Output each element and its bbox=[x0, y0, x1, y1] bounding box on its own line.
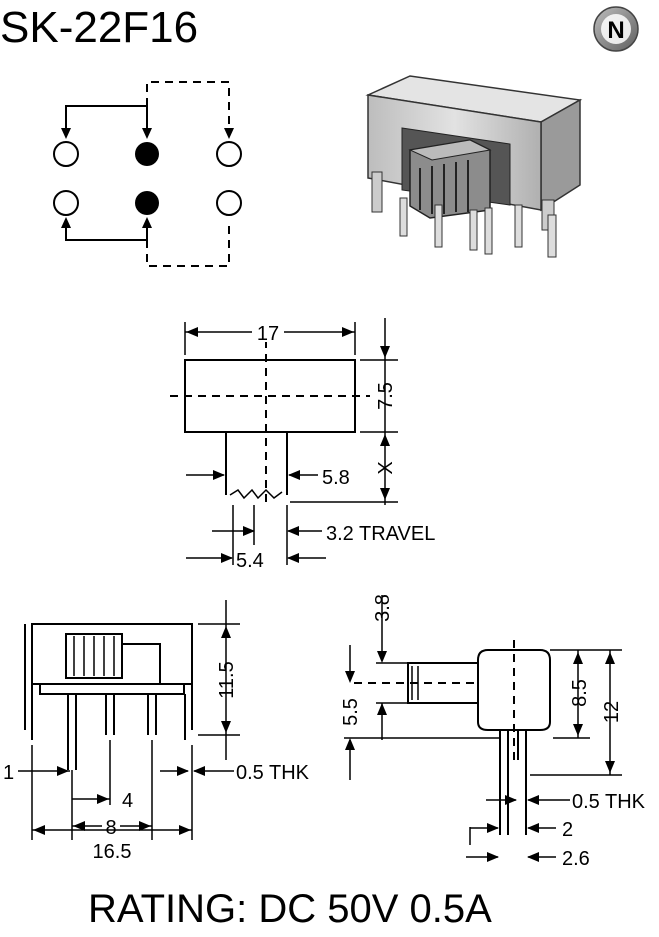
side-overall-height-label: 12 bbox=[601, 701, 623, 723]
dim-pitch-label: 5.4 bbox=[236, 550, 264, 572]
terminal-open-dot-icon bbox=[216, 141, 242, 167]
side-pin-gap-label: 2 bbox=[562, 819, 573, 841]
page-title: SK-22F16 bbox=[0, 3, 198, 52]
terminal-common-dot-icon bbox=[135, 191, 159, 215]
dim-height-label: 7.5 bbox=[375, 382, 397, 410]
front-height-label: 11.5 bbox=[216, 661, 238, 698]
switch-render bbox=[365, 75, 583, 258]
dim-travel-label: 3.2 TRAVEL bbox=[326, 523, 435, 545]
front-thickness-label: 0.5 THK bbox=[236, 762, 310, 784]
dim-actuator-width-label: 5.8 bbox=[322, 467, 350, 489]
terminal-open-dot-icon bbox=[216, 190, 242, 216]
side-body-height-label: 8.5 bbox=[569, 679, 591, 707]
circuit-schematic bbox=[53, 81, 242, 267]
side-view-drawing: 3.8 5.5 8.5 12 0.5 THK 2 bbox=[340, 594, 646, 870]
side-pin-span-label: 2.6 bbox=[562, 848, 590, 870]
top-view-drawing: 17 7.5 X 5.8 3.2 TRAVEL 5.4 bbox=[170, 318, 435, 572]
side-thickness-label: 0.5 THK bbox=[572, 791, 646, 813]
terminal-open-dot-icon bbox=[53, 190, 79, 216]
dim-width-label: 17 bbox=[257, 323, 279, 345]
front-pin-span-label: 8 bbox=[105, 817, 116, 839]
front-overall-width-label: 16.5 bbox=[93, 841, 132, 863]
logo-letter: N bbox=[607, 17, 624, 44]
terminal-common-dot-icon bbox=[135, 142, 159, 166]
front-pin-pitch-label: 4 bbox=[122, 790, 133, 812]
terminal-open-dot-icon bbox=[53, 141, 79, 167]
side-lever-length-label: 3.8 bbox=[372, 594, 394, 622]
dim-actuator-height-label: X bbox=[375, 461, 397, 474]
front-view-drawing: 11.5 1 0.5 THK 4 8 16.5 bbox=[3, 600, 310, 863]
n-circle-logo-icon: N bbox=[593, 6, 639, 52]
side-lever-height-label: 5.5 bbox=[340, 698, 362, 726]
rating-label: RATING: DC 50V 0.5A bbox=[88, 887, 492, 931]
front-left-offset-label: 1 bbox=[3, 762, 14, 784]
